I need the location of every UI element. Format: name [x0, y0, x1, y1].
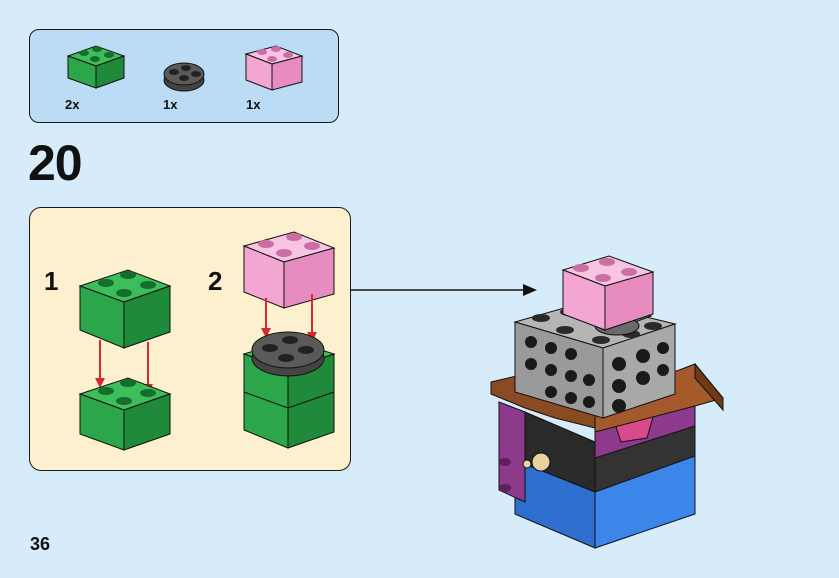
substep-number-2: 2	[208, 266, 223, 296]
qty-gray-plate: 1x	[163, 97, 178, 112]
part-green-brick	[64, 40, 128, 92]
qty-green-brick: 2x	[65, 97, 80, 112]
head-studs	[525, 336, 669, 413]
substep-box: 1 2	[29, 207, 351, 471]
substep-1-illustration	[78, 269, 172, 451]
part-pink-brick	[242, 40, 306, 94]
pink-brick-icon	[244, 45, 304, 91]
green-brick-icon	[66, 45, 126, 89]
qty-pink-brick: 1x	[246, 97, 261, 112]
parts-list-box: 2x 1x 1x	[29, 29, 339, 123]
callout-arrow	[351, 284, 537, 296]
substep-number-1: 1	[44, 266, 59, 296]
step-number: 20	[28, 135, 83, 191]
substep-2-illustration	[242, 231, 336, 449]
round-plate-icon	[163, 62, 205, 92]
part-gray-plate	[160, 58, 212, 94]
model-illustration	[490, 255, 724, 549]
page-number: 36	[30, 534, 51, 554]
